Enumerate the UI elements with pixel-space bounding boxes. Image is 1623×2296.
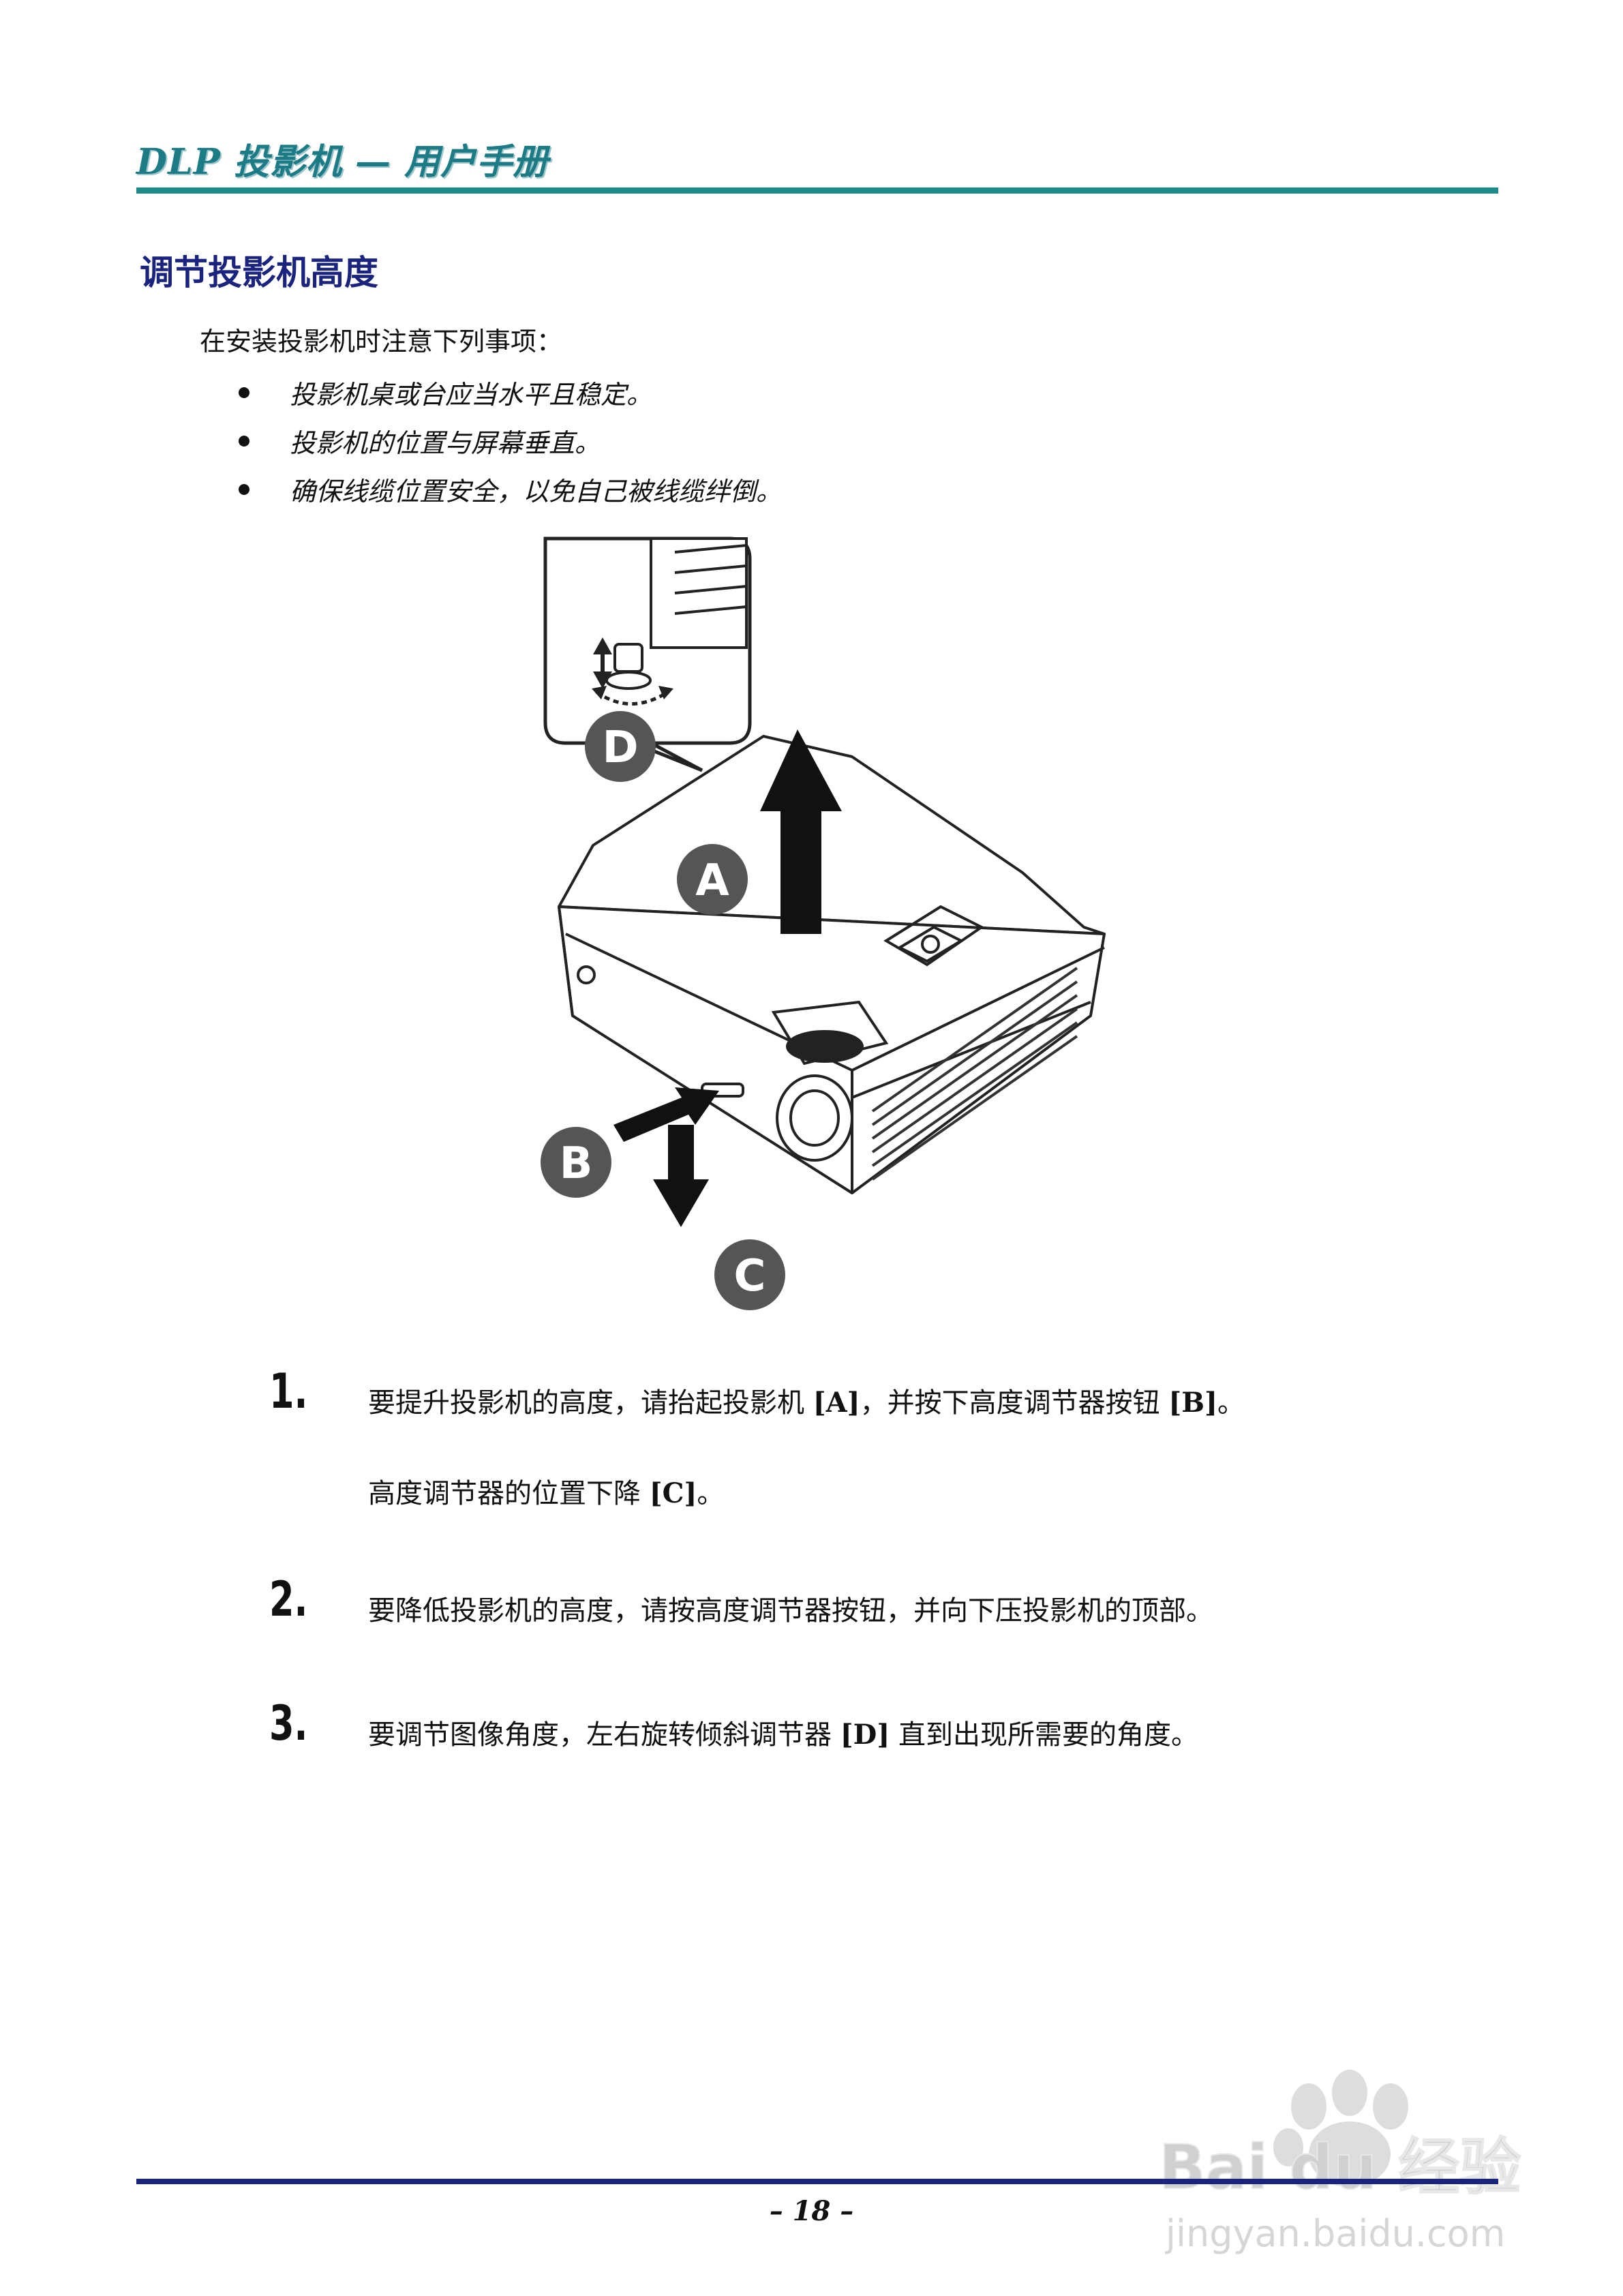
step-2-text: 要降低投影机的高度，请按高度调节器按钮，并向下压投影机的顶部。 <box>368 1595 1213 1627</box>
projector-lens <box>776 1074 853 1162</box>
label-c-text: C <box>734 1251 766 1301</box>
label-b-text: B <box>560 1138 593 1189</box>
header-title: DLP 投影机 — 用户手册 <box>136 141 549 183</box>
paw-icon <box>1273 2070 1408 2187</box>
step-1-line-2: 高度调节器的位置下降 [C]。 <box>368 1477 725 1509</box>
baidu-watermark: Bai du 经验 jingyan.baidu.com <box>1158 2070 1521 2255</box>
bullet-item: 确保线缆位置安全，以免自己被线缆绊倒。 <box>290 477 783 507</box>
arrow-b-icon <box>613 1087 719 1142</box>
footer-rule <box>136 2179 1498 2184</box>
label-d-text: D <box>602 723 638 773</box>
section-title: 调节投影机高度 <box>140 253 378 292</box>
sensor-icon <box>577 965 596 984</box>
step-number: 1. <box>269 1363 308 1419</box>
watermark-url: jingyan.baidu.com <box>1165 2212 1505 2255</box>
label-a-text: A <box>695 856 729 906</box>
step-1-line-1: 要提升投影机的高度，请抬起投影机 [A]，并按下高度调节器按钮 [B]。 <box>368 1387 1245 1419</box>
label-b: B <box>541 1127 611 1198</box>
projector-vents <box>871 967 1078 1181</box>
label-c: C <box>714 1239 785 1310</box>
bullet-dot <box>239 387 249 398</box>
page-number: – 18 – <box>769 2195 854 2227</box>
projector-controls <box>771 905 984 1066</box>
label-d: D <box>585 711 656 782</box>
label-a: A <box>677 844 748 915</box>
projector-height-illustration: D A B C <box>541 537 1106 1310</box>
step-3-text: 要调节图像角度，左右旋转倾斜调节器 [D] 直到出现所需要的角度。 <box>368 1719 1198 1751</box>
bullet-item: 投影机的位置与屏幕垂直。 <box>290 428 601 458</box>
arrow-a-up-icon <box>760 729 842 934</box>
bullet-dot <box>239 484 249 495</box>
step-number: 2. <box>269 1571 308 1627</box>
step-number: 3. <box>269 1695 308 1751</box>
arrow-c-down-icon <box>653 1125 709 1227</box>
watermark-brand: Bai du 经验 <box>1159 2132 1521 2203</box>
bullet-dot <box>239 436 249 447</box>
inset-callout <box>543 537 752 772</box>
intro-text: 在安装投影机时注意下列事项： <box>200 327 563 357</box>
bullet-item: 投影机桌或台应当水平且稳定。 <box>290 380 653 410</box>
header-rule <box>136 187 1498 194</box>
